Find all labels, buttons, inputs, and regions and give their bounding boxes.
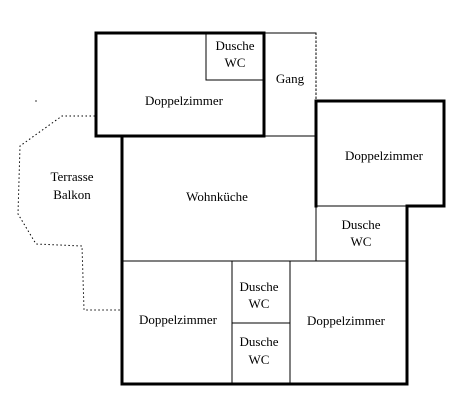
room-label-dusche-top: Dusche [216,38,255,53]
right-block [314,99,446,208]
room-label-terrasse: Terrasse [50,169,93,184]
room-label-dusche-mid2: Dusche [240,334,279,349]
room-label-wc-mid1: WC [249,296,270,311]
room-label-wc-top: WC [225,55,246,70]
room-label-doppelzimmer-right: Doppelzimmer [345,148,424,163]
room-label-wohnkueche: Wohnküche [186,189,248,204]
terrace-outline [17,115,122,311]
room-label-dusche-mid1: Dusche [240,279,279,294]
terrace-marker-dot [35,100,37,102]
main-block [120,134,409,386]
room-label-doppelzimmer-bottom-left: Doppelzimmer [139,312,218,327]
top-block [94,31,317,138]
room-label-wc-mid2: WC [249,352,270,367]
room-label-dusche-right: Dusche [342,217,381,232]
room-label-doppelzimmer-top-left: Doppelzimmer [145,93,224,108]
room-label-gang: Gang [276,71,305,86]
room-label-balkon: Balkon [53,187,91,202]
room-label-doppelzimmer-bottom-right: Doppelzimmer [307,313,386,328]
room-label-wc-right: WC [351,234,372,249]
